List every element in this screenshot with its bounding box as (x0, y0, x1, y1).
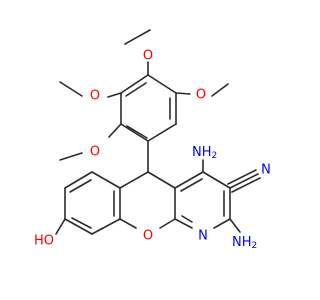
atom-label-methoxy-top-o: O (143, 49, 153, 64)
atom-label-methoxy-lower-left-o: O (90, 145, 100, 160)
atom-label-nitrile-n: N (261, 163, 271, 178)
lower-amine-subscript: 2 (252, 241, 258, 251)
molecule-structure-diagram: O O O O NH2 N HO O N NH2 (34, 29, 271, 252)
atom-label-upper-amine: NH2 (192, 145, 217, 162)
atom-label-methoxy-right-o: O (196, 88, 206, 103)
upper-amine-nh: NH (192, 145, 212, 160)
atom-labels: O O O O NH2 N HO O N NH2 (34, 49, 271, 252)
lower-amine-nh: NH (232, 235, 252, 250)
bond-lines (55, 29, 261, 235)
atom-label-pyran-ring-o: O (143, 229, 153, 244)
atom-label-methoxy-upper-left-o: O (90, 89, 100, 104)
atom-label-hydroxyl-ho: HO (34, 234, 54, 249)
upper-amine-subscript: 2 (212, 151, 218, 161)
atom-label-lower-amine: NH2 (232, 235, 257, 252)
atom-label-pyridine-n: N (198, 229, 208, 244)
